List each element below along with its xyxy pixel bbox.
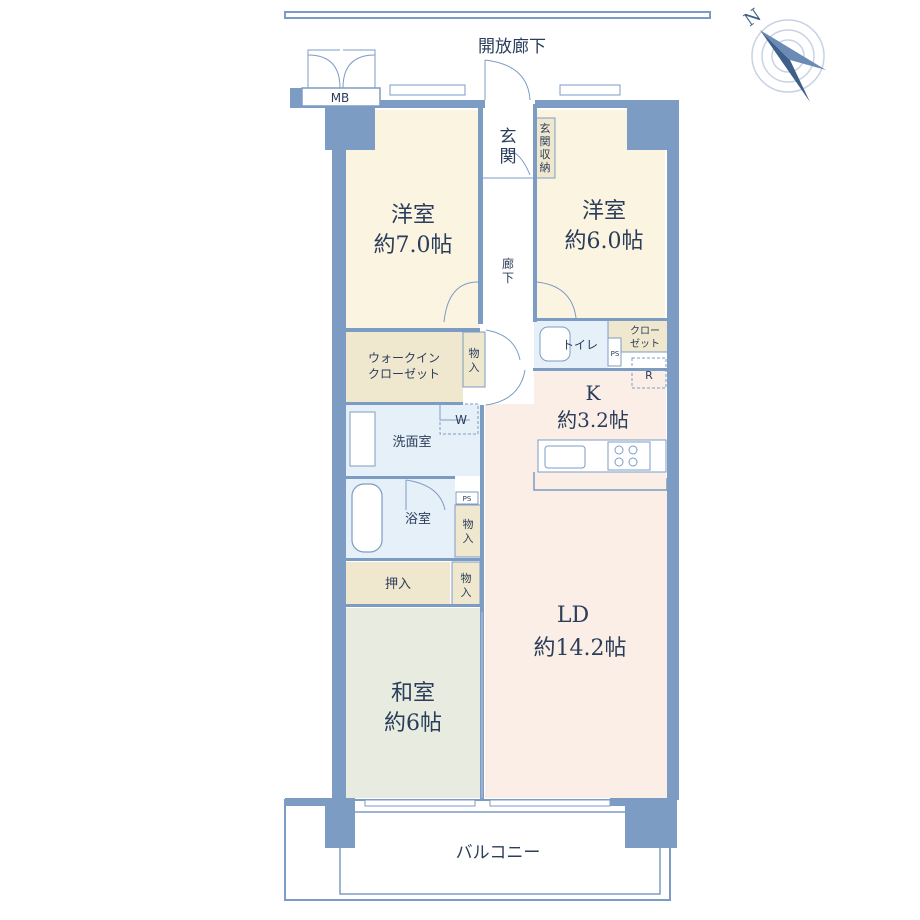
closet-label-2: ゼット xyxy=(630,338,660,350)
svg-text:物: 物 xyxy=(461,571,472,585)
refrigerator-label: R xyxy=(645,369,653,382)
entrance-label-2: 関 xyxy=(500,147,517,167)
japanese-room xyxy=(345,608,482,798)
western-room-2-size: 約6.0帖 xyxy=(565,229,644,254)
kitchen-size: 約3.2帖 xyxy=(557,408,629,432)
svg-text:納: 納 xyxy=(540,161,551,174)
bathtub-icon xyxy=(351,483,383,553)
corridor-label: 開放廊下 xyxy=(478,37,546,57)
western-room-1-name: 洋室 xyxy=(391,203,435,228)
meter-box xyxy=(301,87,381,107)
svg-text:物: 物 xyxy=(463,517,474,531)
oshiire-label: 押入 xyxy=(385,577,411,592)
western-room-2-name: 洋室 xyxy=(582,199,626,224)
entrance-storage-label: 玄 関 収 納 xyxy=(540,121,551,174)
storage-1-label: 物 入 xyxy=(469,346,480,374)
svg-text:玄: 玄 xyxy=(540,121,551,135)
ld-size: 約14.2帖 xyxy=(534,636,627,661)
refrigerator-space xyxy=(631,357,667,389)
closet-label-1: クロー xyxy=(630,325,660,337)
hallway xyxy=(482,105,534,395)
washer-space xyxy=(439,403,479,435)
balcony-label: バルコニー xyxy=(456,843,541,863)
walk-in-closet-label-2: クローゼット xyxy=(368,367,440,381)
ld-name: LD xyxy=(557,603,589,628)
toilet-label: トイレ xyxy=(562,338,598,352)
toilet-icon xyxy=(539,326,571,362)
entrance-label-1: 玄 xyxy=(500,127,517,147)
bathroom-label: 浴室 xyxy=(405,511,431,527)
washer-label: W xyxy=(455,413,467,427)
svg-text:関: 関 xyxy=(540,135,551,148)
svg-text:入: 入 xyxy=(463,532,474,545)
japanese-room-name: 和室 xyxy=(391,681,435,706)
pipe-space-2-label: PS xyxy=(463,495,472,503)
walls xyxy=(285,88,679,848)
meter-box-label: MB xyxy=(331,91,350,105)
storage-2 xyxy=(454,504,482,558)
corridor-rail xyxy=(284,11,711,19)
stove-icon xyxy=(607,441,651,471)
hallway-label: 廊 下 xyxy=(502,256,514,285)
storage-2-label: 物 入 xyxy=(463,517,474,545)
svg-text:廊: 廊 xyxy=(502,256,514,271)
western-room-1-size: 約7.0帖 xyxy=(374,233,453,258)
svg-text:入: 入 xyxy=(469,361,480,374)
compass-north: N xyxy=(740,5,765,31)
walk-in-closet xyxy=(345,332,463,402)
kitchen-counter xyxy=(537,439,667,473)
walk-in-closet-label-1: ウォークイン xyxy=(368,351,440,365)
windows xyxy=(364,84,621,807)
vanity-icon xyxy=(349,411,376,467)
svg-text:収: 収 xyxy=(540,148,551,161)
storage-3-label: 物 入 xyxy=(461,571,472,599)
storage-3 xyxy=(451,561,481,606)
pipe-space-box xyxy=(607,337,622,367)
svg-text:下: 下 xyxy=(502,271,514,285)
living-dining xyxy=(485,480,667,798)
kitchen-name: K xyxy=(586,381,602,405)
japanese-room-size: 約6帖 xyxy=(384,711,442,736)
pipe-space-label: PS xyxy=(611,350,620,358)
compass-icon: N xyxy=(740,5,826,102)
svg-text:物: 物 xyxy=(469,346,480,360)
washroom-label: 洗面室 xyxy=(392,434,431,450)
svg-text:入: 入 xyxy=(461,586,472,599)
sink-icon xyxy=(544,445,586,469)
oshiire xyxy=(345,562,450,605)
